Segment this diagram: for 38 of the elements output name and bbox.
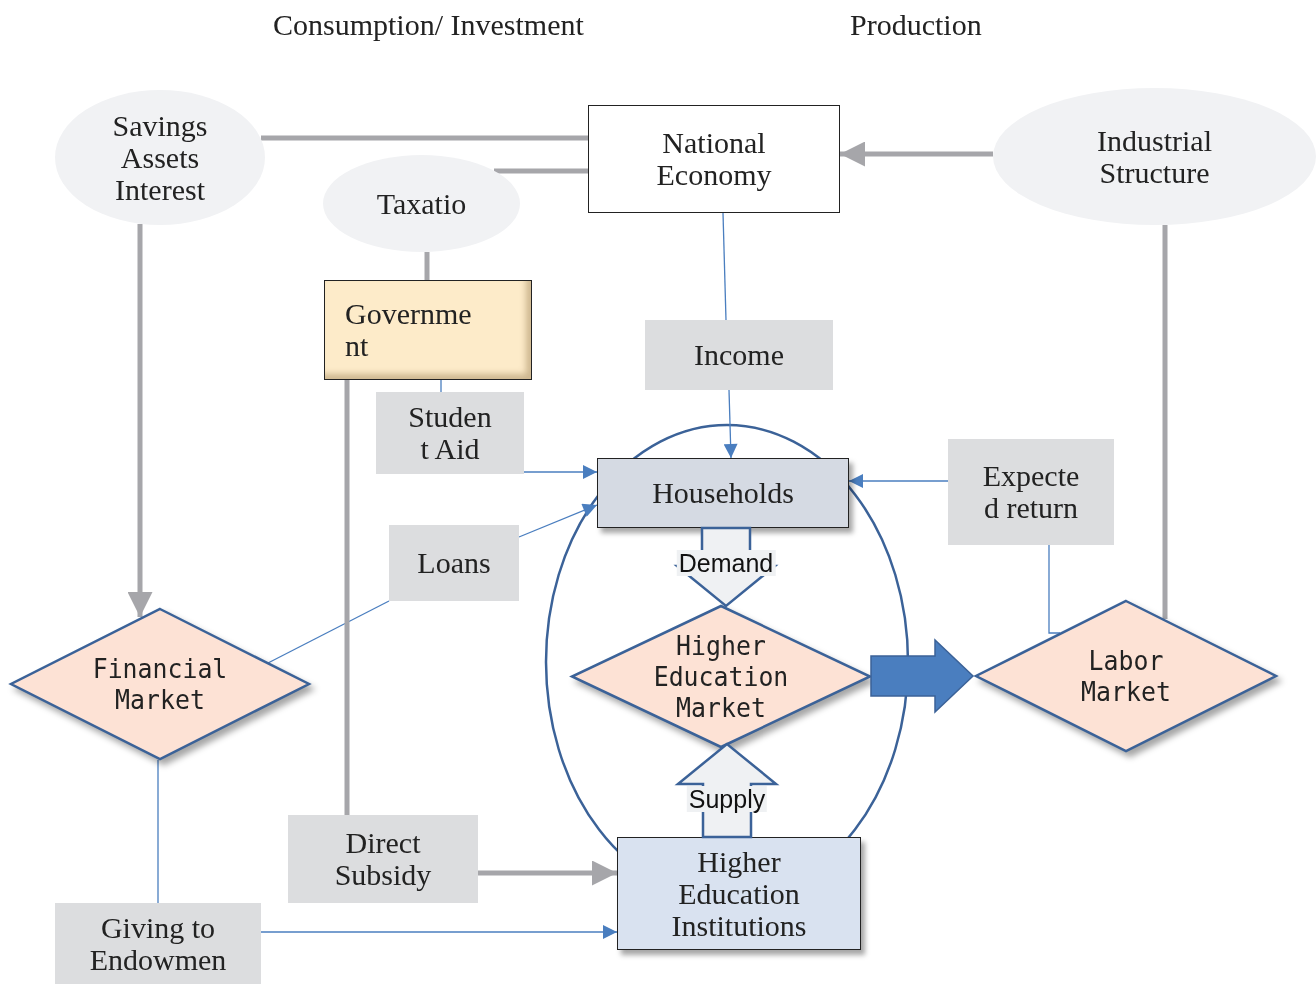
- connector-line: [494, 168, 588, 174]
- edge-label: Supply: [686, 785, 768, 812]
- arrow: [260, 925, 618, 939]
- connector-line: [267, 600, 390, 664]
- arrow: [840, 141, 993, 167]
- connector-line: [424, 252, 430, 280]
- edge-label: Demand: [676, 550, 776, 576]
- section-heading: Consumption/ Investment: [273, 8, 584, 42]
- ellipse-node: Taxatio: [323, 155, 520, 252]
- flow-label-box: Loans: [389, 525, 519, 601]
- ellipse-node: Savings Assets Interest: [55, 90, 265, 225]
- arrow: [478, 860, 617, 886]
- process-box: Households: [597, 458, 849, 528]
- flow-label-box: Studen t Aid: [376, 392, 524, 474]
- ellipse-node: Industrial Structure: [993, 88, 1316, 225]
- market-diamond: Labor Market: [975, 600, 1277, 752]
- market-diamond: Financial Market: [10, 608, 310, 760]
- section-heading: Production: [850, 8, 982, 42]
- connector-line: [344, 380, 350, 815]
- arrow: [127, 224, 153, 617]
- connector-line: [722, 212, 727, 321]
- flow-label-box: Giving to Endowmen: [55, 903, 261, 984]
- arrow: [523, 465, 598, 479]
- block-arrow: [870, 638, 975, 714]
- flow-label-box: Income: [645, 320, 833, 390]
- connector-line: [1162, 225, 1168, 619]
- process-box: Governme nt: [324, 280, 532, 380]
- connector-line: [157, 759, 159, 904]
- arrow: [848, 474, 949, 488]
- arrow: [723, 389, 738, 459]
- process-box: Higher Education Institutions: [617, 837, 861, 950]
- connector-line: [261, 135, 588, 141]
- flow-label-box: Direct Subsidy: [288, 815, 478, 903]
- market-diamond: Higher Education Market: [571, 605, 871, 748]
- flow-label-box: Expecte d return: [948, 439, 1114, 545]
- arrow: [518, 503, 598, 538]
- connector-line: [440, 379, 442, 393]
- process-box: National Economy: [588, 105, 840, 213]
